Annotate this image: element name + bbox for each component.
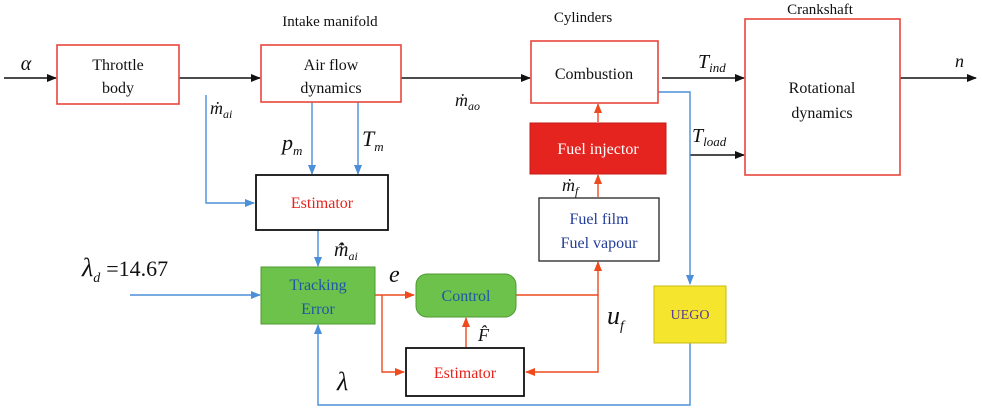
uf-to-fuel-film-arrow <box>516 261 602 296</box>
lambda-d-label: λd=14.67 <box>81 253 168 286</box>
combustion-to-uego-arrow <box>658 91 694 285</box>
t-load-label: Tload <box>692 125 727 149</box>
control-label: Control <box>442 288 491 305</box>
lambda-feedback-arrow <box>314 324 691 406</box>
combustion-block: Combustion <box>530 40 659 104</box>
estimator-top-block: Estimator <box>255 174 389 231</box>
m-ai-hat-label: m̂̇ai <box>334 239 358 263</box>
f-hat-label: F̂ <box>477 325 490 345</box>
m-ao-label: ṁao <box>455 90 480 113</box>
pm-label: pm <box>280 130 302 158</box>
uego-label: UEGO <box>671 308 710 323</box>
throttle-body-label-2: body <box>102 80 134 97</box>
m-ai-to-estimator-arrow <box>205 95 255 207</box>
tm-label: Tm <box>362 126 384 154</box>
e-label: e <box>389 262 400 288</box>
air-flow-label-2: dynamics <box>300 80 361 97</box>
fuel-film-block: Fuel film Fuel vapour <box>538 197 660 262</box>
intake-manifold-header: Intake manifold <box>282 14 378 30</box>
uf-to-estimator-arrow <box>525 295 599 376</box>
alpha-label: α <box>21 53 32 75</box>
estimator-top-label: Estimator <box>291 195 354 212</box>
t-ind-label: Tind <box>698 51 726 75</box>
air-flow-dynamics-block: Air flow dynamics <box>260 44 402 103</box>
control-block: Control <box>415 273 517 318</box>
tracking-error-block: Tracking Error <box>260 266 376 325</box>
estimator-bottom-block: Estimator <box>405 347 525 397</box>
fuel-film-label-2: Fuel vapour <box>561 235 639 252</box>
m-f-label: ṁf <box>562 175 580 198</box>
fuel-film-label-1: Fuel film <box>569 211 629 228</box>
rotational-label-2: dynamics <box>791 105 852 122</box>
cylinders-header: Cylinders <box>554 10 612 26</box>
combustion-label: Combustion <box>555 66 633 83</box>
fuel-injector-label: Fuel injector <box>557 141 639 158</box>
estimator-bottom-label: Estimator <box>434 365 497 382</box>
rotational-label-1: Rotational <box>789 80 856 97</box>
crankshaft-header: Crankshaft <box>787 2 854 18</box>
tracking-label-1: Tracking <box>289 277 346 294</box>
air-flow-label-1: Air flow <box>304 57 359 74</box>
fuel-injector-block: Fuel injector <box>529 122 667 175</box>
m-ai-label: ṁai <box>210 98 232 121</box>
uego-block: UEGO <box>653 285 727 344</box>
throttle-body-block: Throttle body <box>56 44 180 105</box>
rotational-dynamics-block: Rotational dynamics <box>744 18 901 176</box>
uf-label: uf <box>607 301 626 334</box>
e-to-estimator-arrow <box>381 295 405 376</box>
throttle-body-label-1: Throttle <box>92 57 144 74</box>
tracking-label-2: Error <box>301 301 335 318</box>
n-label: n <box>955 51 964 71</box>
lambda-label: λ <box>336 367 348 396</box>
